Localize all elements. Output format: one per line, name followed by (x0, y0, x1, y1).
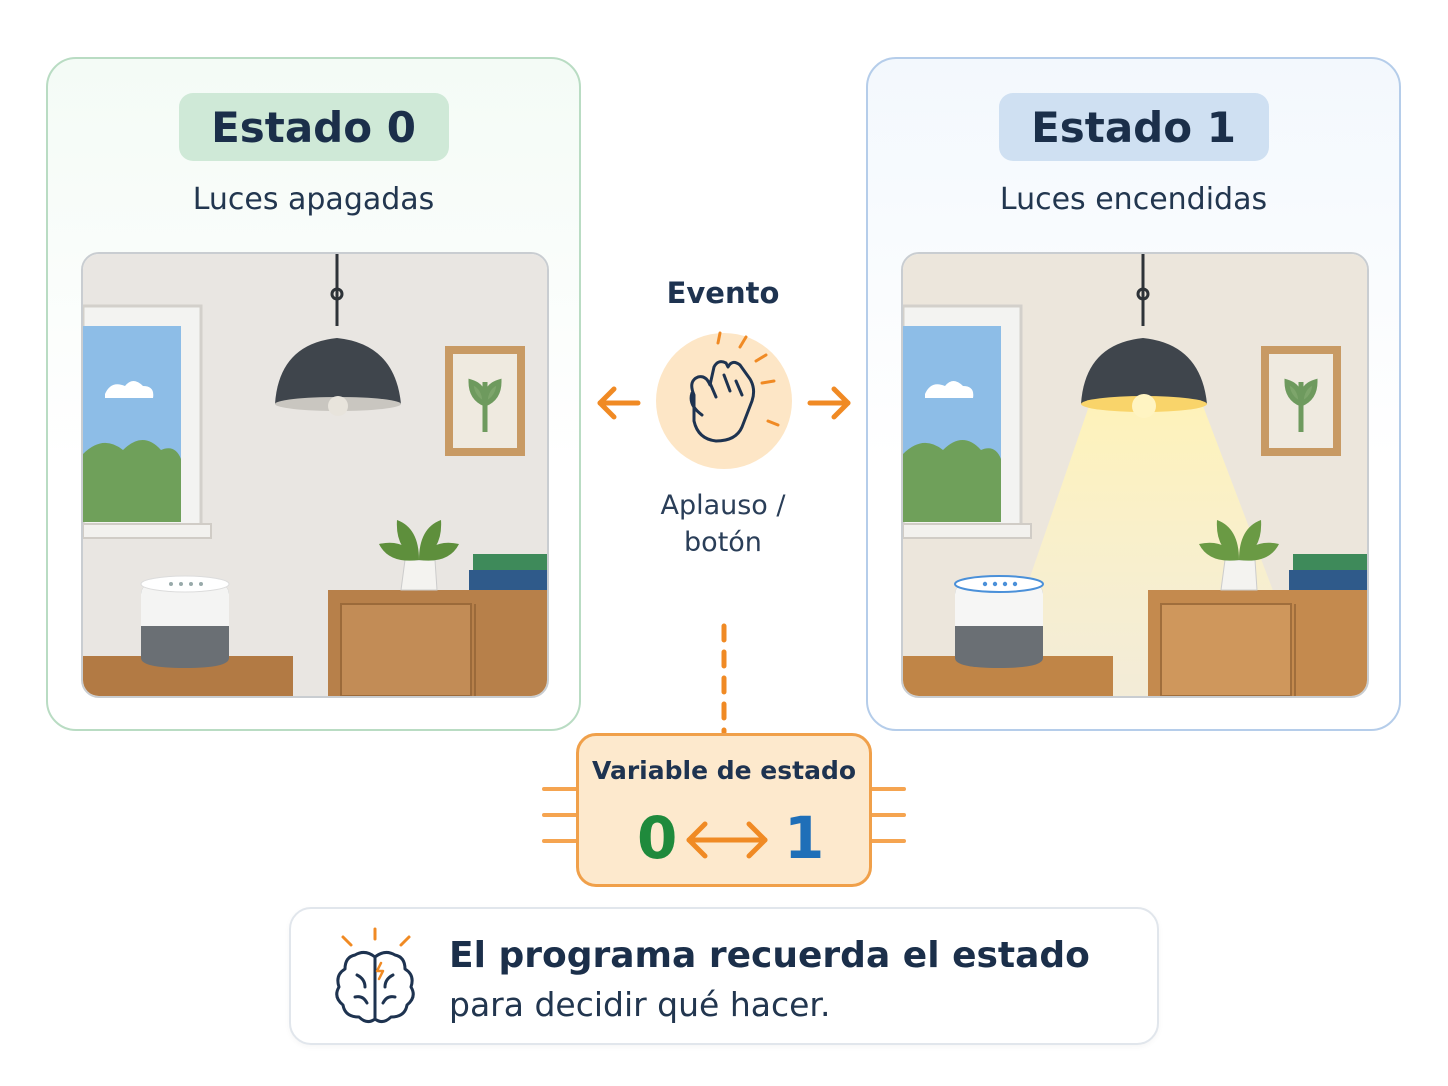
room-lights-off-illustration (81, 252, 549, 698)
state-value-1: 1 (784, 804, 825, 872)
arrow-left-icon (597, 386, 641, 420)
event-label-line2: botón (684, 527, 762, 558)
event-label-line1: Aplauso / (660, 490, 786, 521)
note-subtitle: para decidir qué hacer. (449, 985, 831, 1024)
state-variable-box: Variable de estado 0 1 (576, 733, 872, 887)
left-signal-lines (542, 787, 578, 843)
event-label: Aplauso / botón (623, 487, 823, 561)
state-1-panel: Estado 1 Luces encendidas (866, 57, 1401, 731)
state-0-panel: Estado 0 Luces apagadas (46, 57, 581, 731)
event-title: Evento (666, 276, 780, 310)
dashed-connector (721, 623, 727, 734)
state-value-0: 0 (637, 804, 678, 872)
double-arrow-icon (686, 821, 768, 859)
clapping-hands-icon (656, 331, 792, 469)
state-0-subtitle: Luces apagadas (192, 182, 435, 217)
note-title: El programa recuerda el estado (449, 935, 1090, 976)
state-0-title: Estado 0 (178, 93, 449, 161)
right-signal-lines (870, 787, 906, 843)
room-lights-on-illustration (901, 252, 1369, 698)
room-on-svg (903, 254, 1367, 696)
room-off-svg (83, 254, 547, 696)
event-graphic (597, 331, 851, 469)
state-1-subtitle: Luces encendidas (999, 182, 1268, 217)
brain-icon (335, 927, 415, 1024)
arrow-right-icon (807, 386, 851, 420)
state-variable-title: Variable de estado (591, 756, 857, 785)
memory-note: El programa recuerda el estado para deci… (289, 907, 1159, 1045)
state-1-title: Estado 1 (998, 93, 1269, 161)
